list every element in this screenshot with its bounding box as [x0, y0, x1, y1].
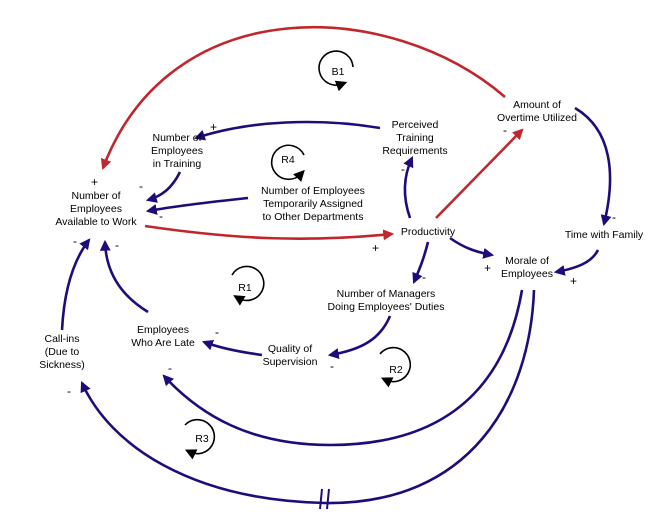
node-perceived-training: Perceived Training Requirements: [382, 119, 447, 157]
node-callins-line-2: (Due to: [45, 346, 80, 358]
link-productivity-to-morale: [449, 236, 495, 259]
polarity-minus-available-late: -: [115, 238, 119, 252]
loop-r3-label: R3: [195, 433, 209, 445]
polarity-minus-callins-morale: -: [67, 384, 71, 398]
loop-r1-label: R1: [238, 282, 252, 294]
node-managers-duties-line-1: Number of Managers: [337, 288, 436, 300]
node-employees-training-line-3: in Training: [153, 158, 202, 170]
node-overtime-line-2: Overtime Utilized: [497, 112, 577, 124]
loop-r4-arrow-icon: [270, 144, 305, 182]
polarity-minus-late-morale: -: [168, 361, 172, 375]
polarity-minus-overtime: -: [503, 123, 507, 137]
node-callins-line-1: Call-ins: [44, 333, 79, 345]
node-morale-line-2: Employees: [501, 268, 553, 280]
node-employees-training-line-1: Number of: [152, 132, 201, 144]
node-temp-assigned: Number of Employees Temporarily Assigned…: [261, 185, 365, 223]
node-temp-assigned-line-3: to Other Departments: [263, 211, 364, 223]
loop-r2-arrow-icon: [379, 346, 412, 388]
node-perceived-training-line-1: Perceived: [392, 119, 439, 131]
polarity-plus-training: +: [210, 120, 217, 134]
link-productivity-to-overtime: [435, 128, 524, 219]
link-supervision-to-late: [201, 339, 263, 357]
node-quality-supervision-line-1: Quality of: [268, 343, 312, 355]
node-employees-available-line-1: Number of: [71, 190, 120, 202]
link-productivity-to-managers: [412, 241, 430, 285]
polarity-minus-supervision: -: [330, 359, 334, 373]
node-employees-available-line-2: Employees: [70, 203, 122, 215]
node-overtime: Amount of Overtime Utilized: [497, 99, 577, 124]
node-temp-assigned-line-2: Temporarily Assigned: [263, 198, 363, 210]
node-quality-supervision-line-2: Supervision: [263, 356, 318, 368]
loop-r3: R3: [184, 418, 216, 460]
node-employees-available-line-3: Available to Work: [55, 216, 137, 228]
polarity-minus-available-callins: -: [73, 234, 77, 248]
polarity-minus-time-family: -: [612, 210, 616, 224]
loop-r2-label: R2: [389, 364, 403, 376]
link-managers-to-supervision: [327, 315, 392, 359]
loop-r2: R2: [379, 346, 412, 388]
node-managers-duties-line-2: Doing Employees' Duties: [328, 301, 445, 313]
delay-mark-1: [319, 488, 323, 510]
node-employees-available: Number of Employees Available to Work: [55, 190, 137, 228]
link-morale-to-late: [162, 289, 524, 447]
link-overtime-to-available: [100, 26, 506, 171]
loop-r1: R1: [231, 265, 265, 306]
delay-mark-2: [326, 488, 330, 510]
node-overtime-line-1: Amount of: [513, 99, 561, 111]
loop-r4-label: R4: [281, 154, 295, 166]
link-late-to-available: [99, 239, 149, 314]
node-employees-late-line-1: Employees: [137, 324, 189, 336]
node-managers-duties: Number of Managers Doing Employees' Duti…: [328, 288, 445, 313]
node-morale-line-1: Morale of: [505, 255, 549, 267]
node-employees-training: Number of Employees in Training: [151, 132, 203, 170]
link-perceived-to-training: [193, 120, 381, 141]
node-time-family: Time with Family: [565, 229, 644, 241]
link-callins-to-available: [60, 238, 91, 331]
polarity-plus-morale-right: +: [570, 274, 577, 288]
link-temp-to-available: [145, 196, 249, 215]
node-morale: Morale of Employees: [501, 255, 553, 280]
loop-r4: R4: [270, 144, 305, 182]
node-callins: Call-ins (Due to Sickness): [39, 333, 85, 371]
link-timefamily-to-morale: [553, 249, 600, 276]
polarity-minus-managers: -: [422, 270, 426, 284]
loop-r3-arrow-icon: [184, 418, 216, 460]
link-productivity-to-perceived: [403, 156, 414, 219]
polarity-plus-morale-left: +: [484, 261, 491, 275]
loop-b1-arrow-icon: [318, 50, 354, 92]
loop-r1-arrow-icon: [231, 265, 265, 306]
polarity-minus-available-temp: -: [159, 209, 163, 223]
loop-b1: B1: [318, 50, 354, 92]
link-training-to-available: [145, 171, 182, 203]
node-employees-training-line-2: Employees: [151, 145, 203, 157]
node-callins-line-3: Sickness): [39, 359, 85, 371]
polarity-plus-productivity: +: [372, 241, 379, 255]
node-perceived-training-line-3: Requirements: [382, 145, 447, 157]
node-quality-supervision: Quality of Supervision: [263, 343, 318, 368]
node-productivity-label: Productivity: [401, 226, 456, 238]
node-time-family-label: Time with Family: [565, 229, 644, 241]
loop-b1-label: B1: [332, 66, 345, 78]
polarity-minus-late: -: [215, 325, 219, 339]
node-employees-late-line-2: Who Are Late: [131, 337, 195, 349]
link-morale-to-callins: [80, 289, 536, 505]
polarity-plus-available: +: [91, 175, 98, 189]
polarity-minus-available-training: -: [139, 179, 143, 193]
node-perceived-training-line-2: Training: [396, 132, 434, 144]
node-employees-late: Employees Who Are Late: [131, 324, 195, 349]
link-overtime-to-timefamily: [574, 106, 612, 227]
node-productivity: Productivity: [401, 226, 456, 238]
polarity-minus-perceived: -: [401, 162, 405, 176]
node-temp-assigned-line-1: Number of Employees: [261, 185, 365, 197]
link-available-to-productivity: [144, 224, 395, 241]
